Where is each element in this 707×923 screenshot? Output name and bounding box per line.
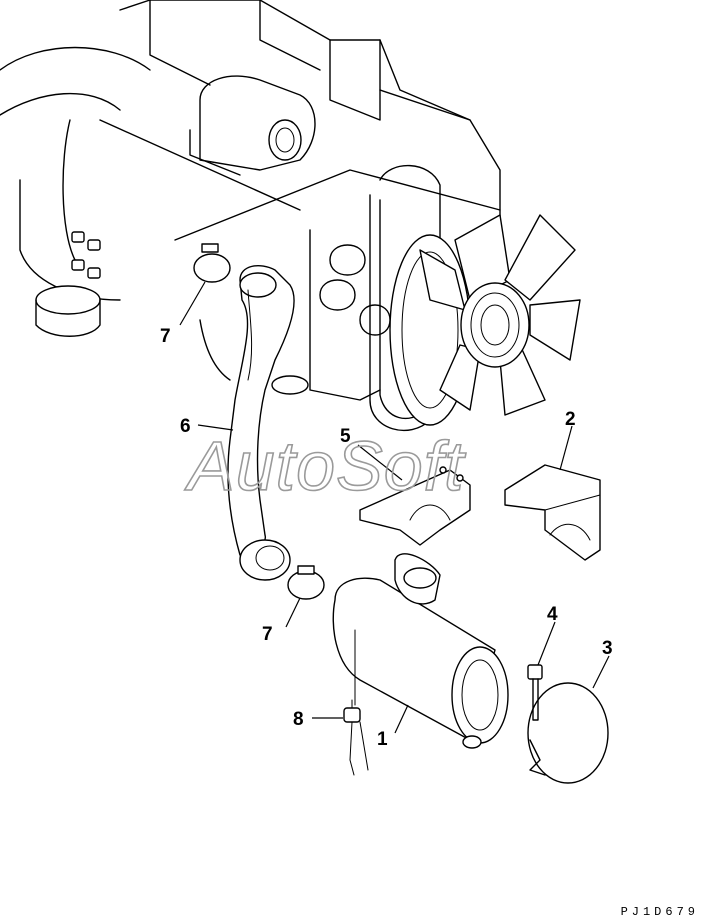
callout-3: 3: [602, 638, 613, 659]
callouts: 7 6 5 2 7 4 3 8 1: [160, 326, 613, 750]
callout-6: 6: [180, 416, 191, 437]
dust-indicator: [343, 699, 369, 776]
hose-clamp-lower: [287, 565, 325, 600]
watermark: AutoSoft: [184, 427, 466, 505]
mounting-band: [527, 682, 609, 784]
drawing-code: PJ1D679: [620, 905, 699, 919]
callout-8: 8: [293, 709, 304, 730]
callout-2: 2: [565, 409, 576, 430]
hose-clamp-upper: [193, 243, 231, 283]
band-bolt: [527, 664, 543, 721]
intake-hose: [227, 264, 295, 581]
callout-1: 1: [377, 729, 388, 750]
engine-assembly: [0, 0, 581, 431]
callout-5: 5: [340, 426, 351, 447]
mounting-bracket: [359, 466, 471, 546]
callout-7-upper: 7: [160, 326, 171, 347]
air-cleaner: [332, 553, 509, 749]
callout-4: 4: [547, 604, 558, 625]
leader-lines: [179, 281, 610, 734]
air-cleaner-support: [504, 464, 601, 561]
callout-7-lower: 7: [262, 624, 273, 645]
